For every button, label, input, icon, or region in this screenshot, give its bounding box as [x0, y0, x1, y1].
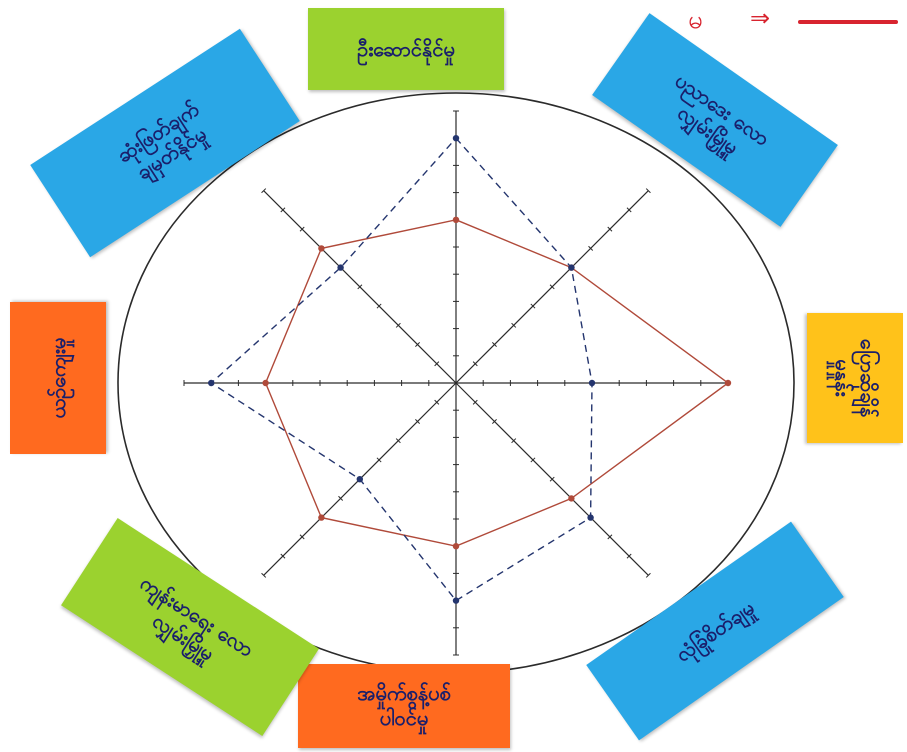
axis-tick: [530, 457, 536, 463]
axis-tick: [549, 476, 555, 482]
series-dashed-point: [356, 476, 363, 483]
note-culture: ယဉ်ကျေးမှု: [10, 302, 106, 454]
axis-tick: [395, 322, 401, 328]
axis-tick: [491, 342, 497, 348]
axis-tick: [434, 399, 440, 405]
corner-mark-arrow: ⇒: [750, 4, 771, 32]
note-communication-rate: ပြောဆိုချိန် မှုနှုန်း: [807, 313, 903, 443]
axis-tick: [626, 207, 632, 213]
axis-tick: [280, 207, 286, 213]
note-waste-disposal-participation: အမှိုက်စွန့်ပစ် ပါဝင်မှု: [298, 664, 510, 748]
series-solid-point: [568, 495, 575, 502]
axis-tick: [511, 438, 517, 444]
axis-tick: [415, 342, 421, 348]
axis-tick: [261, 572, 267, 578]
axis-tick: [530, 303, 536, 309]
series-solid-point: [452, 543, 460, 550]
axis-tick: [472, 399, 478, 405]
series-dashed-point: [587, 514, 594, 521]
series-dashed-polygon: [210, 137, 593, 602]
axis-tick: [299, 226, 305, 232]
series-dashed-point: [588, 379, 596, 387]
axis-tick: [338, 495, 344, 501]
note-leadership: ဦးဆောင်နိုင်မှု: [308, 8, 504, 90]
corner-mark: မ ⇒: [688, 2, 903, 42]
axis-tick: [357, 284, 363, 290]
series-dashed-point: [208, 379, 215, 387]
axis-tick: [434, 361, 440, 367]
axis-tick: [395, 438, 401, 444]
axis-tick: [472, 361, 478, 367]
axis-tick: [645, 188, 651, 194]
axis-tick: [607, 226, 613, 232]
series-dashed-point: [568, 264, 575, 271]
axis-tick: [511, 322, 517, 328]
axis-tick: [645, 572, 651, 578]
corner-mark-label: မ: [688, 5, 703, 35]
series-solid-point: [318, 514, 325, 521]
series-dashed-point: [452, 597, 460, 604]
series-solid-point: [262, 379, 269, 387]
axis-tick: [491, 418, 497, 424]
axis-tick: [299, 534, 305, 540]
series-dashed-point: [337, 264, 344, 271]
series-solid-point: [724, 379, 732, 387]
series-dashed-point: [452, 135, 460, 142]
corner-mark-line: [798, 20, 898, 24]
axis-tick: [376, 457, 382, 463]
axis-tick: [549, 284, 555, 290]
axis-tick: [588, 245, 594, 251]
series-solid-point: [452, 216, 460, 223]
series-solid-point: [318, 245, 325, 252]
axis-tick: [261, 188, 267, 194]
axis-tick: [280, 553, 286, 559]
axis-tick: [607, 534, 613, 540]
axis-tick: [626, 553, 632, 559]
axis-tick: [415, 418, 421, 424]
axis-tick: [376, 303, 382, 309]
